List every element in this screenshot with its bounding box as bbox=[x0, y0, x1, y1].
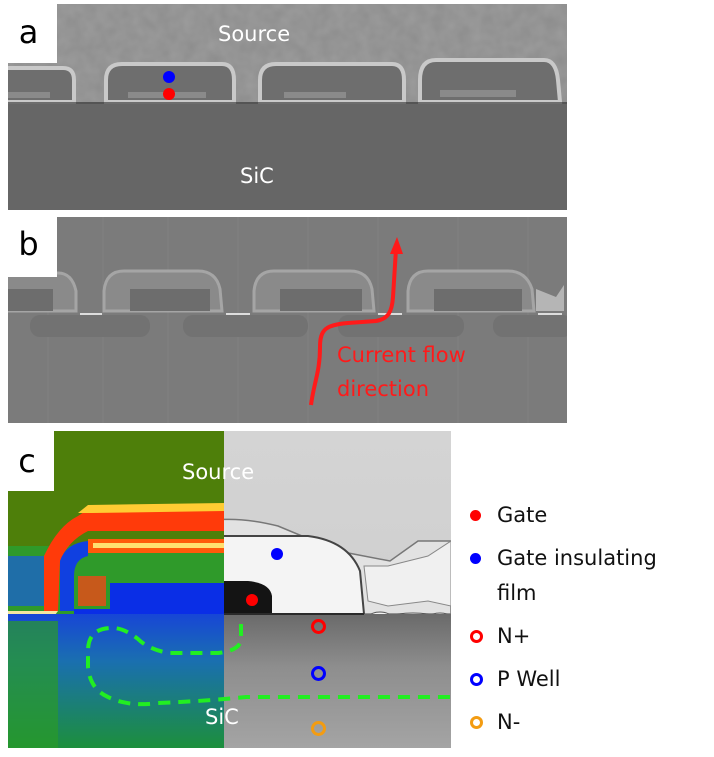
legend-label: P Well bbox=[497, 667, 561, 691]
legend-label: N- bbox=[497, 710, 521, 734]
gate-marker bbox=[163, 88, 175, 100]
panel-label-c: c bbox=[0, 431, 54, 491]
source-label-a: Source bbox=[218, 22, 291, 46]
panel-c-composite-image: Source SiC bbox=[8, 431, 451, 748]
filled-dot-icon bbox=[470, 553, 481, 564]
legend-item-gate: Gate bbox=[465, 498, 710, 533]
panel-a-micrograph bbox=[8, 4, 567, 210]
panel-b-micrograph bbox=[8, 217, 567, 423]
panel-label-a: a bbox=[0, 0, 57, 63]
ring-icon bbox=[470, 716, 483, 729]
p-well-marker bbox=[311, 666, 326, 681]
legend-label-continued: film bbox=[497, 581, 537, 605]
current-flow-label-line1: Current flow bbox=[337, 343, 466, 367]
filled-dot-icon bbox=[470, 510, 481, 521]
n-plus-marker bbox=[311, 619, 326, 634]
current-flow-arrow bbox=[309, 248, 398, 406]
legend-item-n-plus: N+ bbox=[465, 619, 710, 654]
panel-a-sem-image: Source SiC bbox=[8, 4, 567, 210]
panel-label-b: b bbox=[0, 211, 57, 277]
arrowhead-icon bbox=[390, 237, 403, 254]
gate-insulating-film-marker-c bbox=[271, 548, 283, 560]
current-flow-label-line2: direction bbox=[337, 377, 430, 401]
sic-label-c: SiC bbox=[205, 705, 239, 729]
legend-item-n-minus: N- bbox=[465, 705, 710, 740]
legend-item-gate-insulating-film: Gate insulating film bbox=[465, 541, 710, 611]
source-label-c: Source bbox=[182, 460, 255, 484]
gate-insulating-film-marker bbox=[163, 71, 175, 83]
legend-label: Gate insulating bbox=[497, 546, 657, 570]
legend: Gate Gate insulating film N+ P Well N- bbox=[465, 498, 710, 748]
legend-label: Gate bbox=[497, 503, 548, 527]
sic-label-a: SiC bbox=[240, 164, 274, 188]
legend-label: N+ bbox=[497, 624, 531, 648]
junction-boundary-line bbox=[86, 624, 451, 707]
legend-item-p-well: P Well bbox=[465, 662, 710, 697]
gate-marker-c bbox=[246, 594, 258, 606]
panel-b-sem-image: Current flow direction bbox=[8, 217, 567, 423]
ring-icon bbox=[470, 630, 483, 643]
n-minus-marker bbox=[311, 721, 326, 736]
ring-icon bbox=[470, 673, 483, 686]
